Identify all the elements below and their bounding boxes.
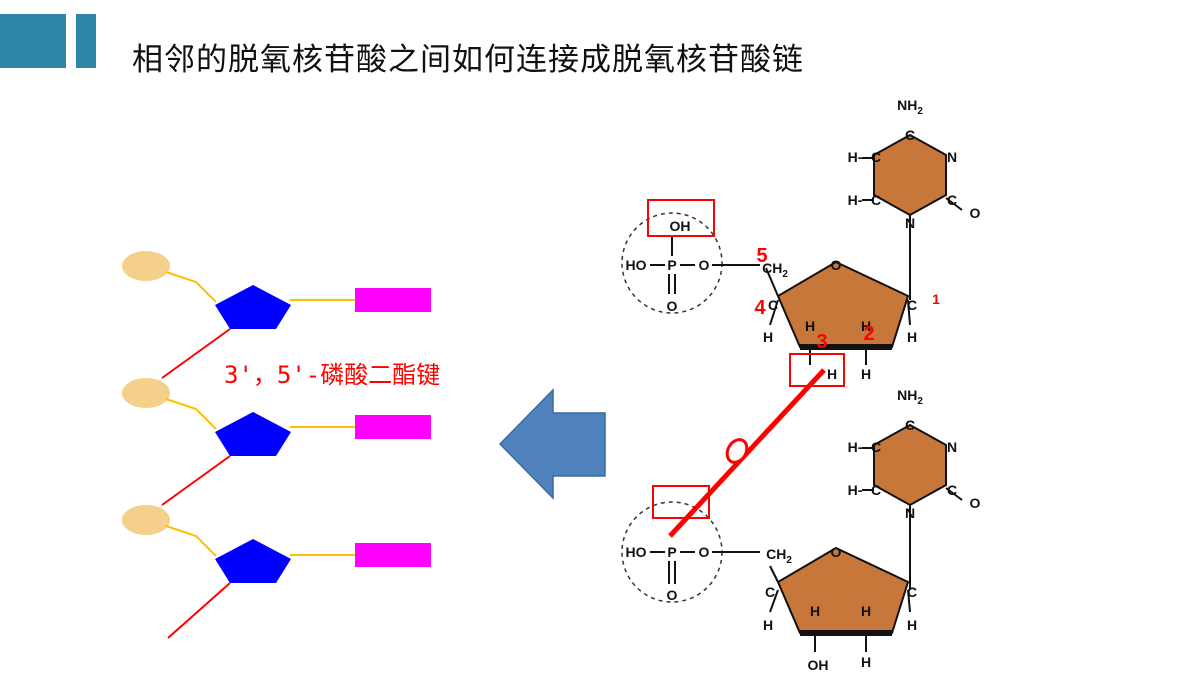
upper-n-bottom: N xyxy=(905,215,915,231)
lower-c2: C xyxy=(871,482,881,498)
upper-3-highlight xyxy=(789,353,845,387)
lower-ch2-label: CH2 xyxy=(766,546,792,566)
lower-h4: H xyxy=(763,617,773,633)
lower-h-bottom: H xyxy=(861,654,871,670)
position-1-label: 1 xyxy=(932,291,940,307)
sugar-pentagon-1 xyxy=(215,285,291,329)
lower-o-carbonyl: O xyxy=(970,495,981,511)
lower-c-top: C xyxy=(905,417,915,433)
lower-h2: H- xyxy=(848,482,863,498)
lower-n-bottom: N xyxy=(905,505,915,521)
connector-phosphate-sugar-1 xyxy=(165,271,217,303)
upper-sugar-ring xyxy=(776,260,910,348)
upper-h2: H- xyxy=(848,192,863,208)
upper-c4: C xyxy=(768,297,778,313)
upper-c1: C xyxy=(871,149,881,165)
position-5-label: 5 xyxy=(756,245,767,267)
upper-phosphate-circle xyxy=(621,212,723,314)
lower-h1-sugar: H xyxy=(907,617,917,633)
lower-nh2-label: NH2 xyxy=(897,387,923,407)
upper-c1-sugar: C xyxy=(907,297,917,313)
upper-o-right: O xyxy=(699,257,710,273)
sugar-pentagon-3 xyxy=(215,539,291,583)
connector-phosphate-sugar-3 xyxy=(165,525,217,557)
sugar-pentagon-2 xyxy=(215,412,291,456)
base-rect-2 xyxy=(355,415,431,439)
lower-p: P xyxy=(667,544,676,560)
lower-c-o: C xyxy=(947,482,957,498)
lower-o-right: O xyxy=(699,544,710,560)
phosphate-circle-3 xyxy=(122,505,170,535)
upper-base-ring xyxy=(873,133,947,217)
lower-c1-sugar: C xyxy=(907,584,917,600)
lower-sugar-ring xyxy=(776,546,910,634)
lower-ho-left: HO xyxy=(626,544,647,560)
upper-o-bottom: O xyxy=(667,298,678,314)
upper-ring-o: O xyxy=(831,257,842,273)
bond-line-2 xyxy=(161,455,231,506)
upper-c2: C xyxy=(871,192,881,208)
upper-c-top: C xyxy=(905,127,915,143)
lower-c4: C xyxy=(765,584,775,600)
upper-o-carbonyl: O xyxy=(970,205,981,221)
bond-line-3 xyxy=(167,582,231,639)
decor-bar-large xyxy=(0,14,66,68)
connector-phosphate-sugar-2 xyxy=(165,398,217,430)
upper-h2b: H xyxy=(861,366,871,382)
upper-oh-top: OH xyxy=(670,218,691,234)
upper-h3b: H xyxy=(827,366,837,382)
upper-h1: H- xyxy=(848,149,863,165)
upper-h1-sugar: H xyxy=(907,329,917,345)
left-arrow-icon xyxy=(498,388,606,500)
phosphate-circle-2 xyxy=(122,378,170,408)
base-rect-3 xyxy=(355,543,431,567)
lower-base-ring xyxy=(873,423,947,507)
decor-bar-small xyxy=(76,14,96,68)
bond-o-ring xyxy=(725,438,749,464)
upper-nh2-label: NH2 xyxy=(897,97,923,117)
base-rect-1 xyxy=(355,288,431,312)
schematic-chain xyxy=(122,251,431,639)
upper-c-o: C xyxy=(947,192,957,208)
slide-title: 相邻的脱氧核苷酸之间如何连接成脱氧核苷酸链 xyxy=(132,42,804,78)
bond-line-1 xyxy=(161,328,231,379)
position-2-label: 2 xyxy=(863,323,874,345)
lower-o-bottom: O xyxy=(667,587,678,603)
lower-h3: H xyxy=(810,603,820,619)
phosphodiester-bond-label: 3'，5'-磷酸二酯键 xyxy=(224,361,441,389)
lower-oh: OH xyxy=(808,657,829,673)
position-3-label: 3 xyxy=(816,331,827,353)
lower-oh-highlight xyxy=(652,485,710,519)
upper-n-right: N xyxy=(947,149,957,165)
upper-h3: H xyxy=(805,318,815,334)
lower-h1: H- xyxy=(848,439,863,455)
position-4-label: 4 xyxy=(754,297,766,319)
upper-ch2-label: CH2 xyxy=(762,260,788,280)
upper-ho-left: HO xyxy=(626,257,647,273)
phosphate-circle-1 xyxy=(122,251,170,281)
lower-c1: C xyxy=(871,439,881,455)
upper-h2-sugar: H xyxy=(861,318,871,334)
lower-h2-sugar: H xyxy=(861,603,871,619)
chemical-structure: NH2 C N C O N H- C H- C O CH2 C C H H H … xyxy=(621,97,981,673)
upper-h4: H xyxy=(763,329,773,345)
lower-ring-o: O xyxy=(831,544,842,560)
lower-n-right: N xyxy=(947,439,957,455)
upper-oh-highlight xyxy=(647,199,715,237)
upper-p: P xyxy=(667,257,676,273)
